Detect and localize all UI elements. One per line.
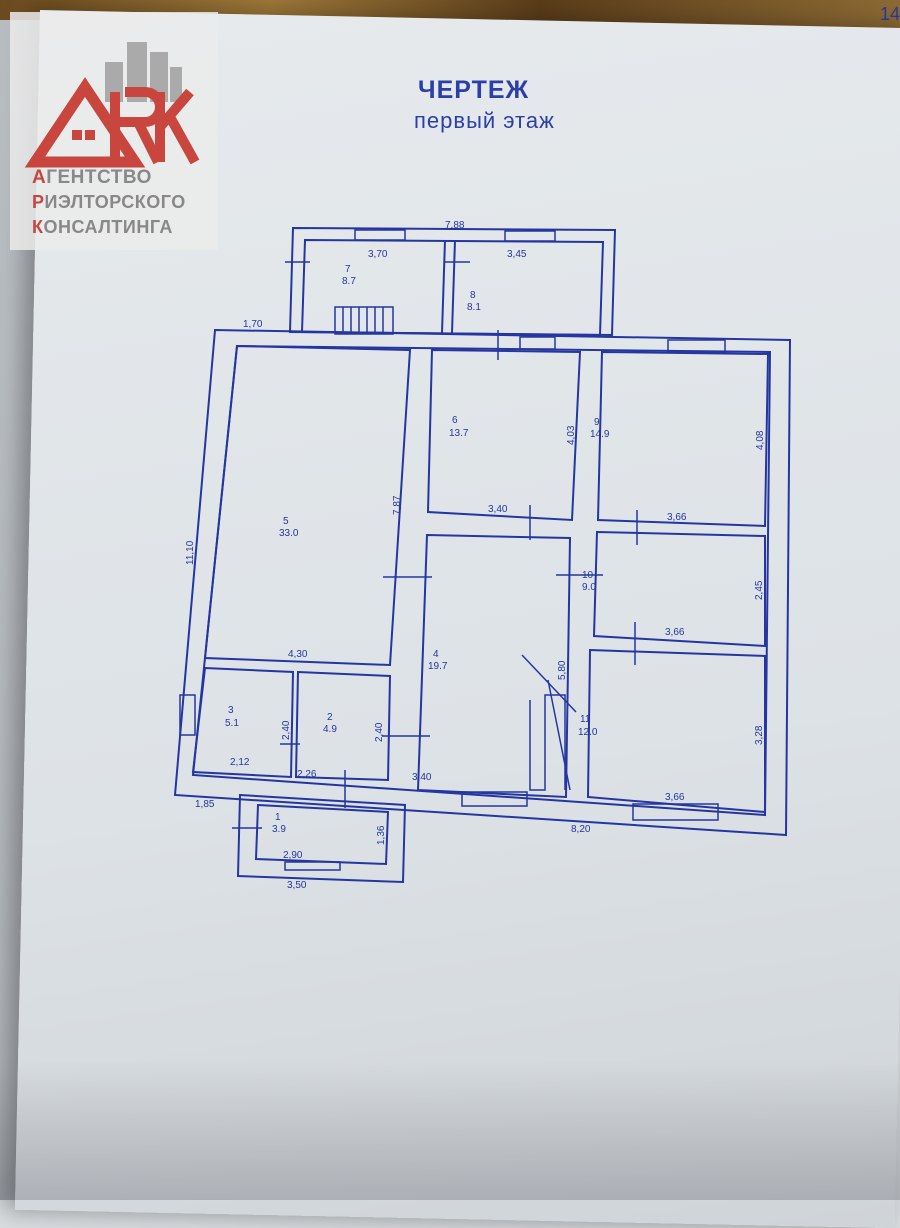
svg-text:2,40: 2,40	[374, 722, 385, 742]
svg-text:5: 5	[283, 516, 289, 527]
svg-text:3,70: 3,70	[368, 249, 388, 260]
svg-text:4,03: 4,03	[566, 425, 577, 445]
svg-text:3,45: 3,45	[507, 249, 527, 260]
svg-text:2,90: 2,90	[283, 850, 303, 861]
svg-text:7,87: 7,87	[392, 495, 403, 515]
svg-text:33.0: 33.0	[279, 528, 299, 539]
svg-text:5.1: 5.1	[225, 718, 239, 729]
svg-text:8,20: 8,20	[571, 824, 591, 835]
svg-text:1,85: 1,85	[195, 799, 215, 810]
annex-outer-wall	[288, 226, 617, 337]
room-7-label: 78.7	[342, 264, 356, 287]
svg-text:1: 1	[275, 812, 281, 823]
room-1-label: 13.9	[272, 812, 286, 835]
room-8-label: 88.1	[467, 290, 481, 313]
svg-text:9: 9	[594, 417, 600, 428]
svg-text:9.0: 9.0	[582, 582, 596, 593]
room-10-walls	[592, 530, 766, 648]
svg-text:12.0: 12.0	[578, 727, 598, 738]
room-9-walls	[596, 350, 770, 528]
room-labels: 13.9 24.9 35.1 419.7 533.0 613.7 78.7 88…	[225, 264, 610, 835]
porch-inner-wall	[254, 803, 390, 866]
floor-subtitle: первый этаж	[414, 108, 555, 133]
floor-plan: 13.9 24.9 35.1 419.7 533.0 613.7 78.7 88…	[173, 220, 792, 891]
svg-text:3.9: 3.9	[272, 824, 286, 835]
svg-text:6: 6	[452, 415, 458, 426]
svg-text:1,70: 1,70	[243, 319, 263, 330]
svg-text:4.9: 4.9	[323, 724, 337, 735]
svg-text:14.9: 14.9	[590, 429, 610, 440]
svg-text:7,88: 7,88	[445, 220, 465, 231]
room-3-walls	[191, 666, 295, 779]
page-number: 14	[879, 4, 900, 24]
logo-line-1: АГЕНТСТВО	[32, 167, 152, 188]
stair-room4	[521, 654, 577, 791]
porch-outer-wall	[236, 793, 407, 884]
svg-text:3,40: 3,40	[412, 772, 432, 783]
logo-line-2: РИЭЛТОРСКОГО	[32, 192, 186, 212]
svg-text:3: 3	[228, 705, 234, 716]
svg-text:2,12: 2,12	[230, 757, 250, 768]
logo-line-3: КОНСАЛТИНГА	[32, 217, 173, 237]
drawing-title: ЧЕРТЕЖ	[418, 76, 530, 104]
svg-text:2: 2	[327, 712, 333, 723]
svg-text:8.7: 8.7	[342, 276, 356, 287]
svg-text:19.7: 19.7	[428, 661, 448, 672]
stair-room7	[334, 306, 394, 335]
svg-text:8: 8	[470, 290, 476, 301]
svg-text:10: 10	[582, 570, 594, 581]
ark-logo-icon	[24, 42, 200, 168]
room-11-walls	[586, 648, 766, 814]
svg-text:8.1: 8.1	[467, 302, 481, 313]
room-4-label: 419.7	[428, 649, 448, 672]
svg-text:4: 4	[433, 649, 439, 660]
room-10-label: 109.0	[582, 570, 596, 593]
svg-text:3,66: 3,66	[665, 627, 685, 638]
room-2-label: 24.9	[323, 712, 337, 735]
agency-logo: АГЕНТСТВО РИЭЛТОРСКОГО КОНСАЛТИНГА	[10, 12, 218, 250]
svg-text:13.7: 13.7	[449, 428, 469, 439]
svg-text:3,66: 3,66	[667, 512, 687, 523]
svg-text:3,66: 3,66	[665, 792, 685, 803]
dimension-labels: 7,88 3,70 3,45 1,70 11,10 7,87 4,30 3,40…	[185, 220, 766, 891]
outer-wall	[173, 328, 792, 837]
room-3-label: 35.1	[225, 705, 239, 729]
svg-text:2,26: 2,26	[297, 769, 317, 780]
svg-text:7: 7	[345, 264, 351, 275]
room-5-walls	[203, 344, 412, 667]
room-4-walls	[416, 533, 572, 799]
svg-text:11,10: 11,10	[185, 540, 196, 565]
room-5-label: 533.0	[279, 516, 299, 539]
room-6-walls	[426, 348, 582, 522]
svg-text:5,80: 5,80	[557, 660, 568, 680]
door-marks	[232, 261, 638, 829]
room-6-label: 613.7	[449, 415, 469, 439]
svg-text:3,50: 3,50	[287, 880, 307, 891]
svg-text:11: 11	[580, 714, 591, 725]
svg-text:2,45: 2,45	[754, 580, 765, 600]
room-11-label: 11 12.0	[578, 714, 598, 738]
svg-text:4,08: 4,08	[755, 430, 766, 450]
svg-text:3,28: 3,28	[754, 725, 765, 745]
room-2-walls	[294, 670, 392, 782]
room-9-label: 914.9	[590, 417, 610, 440]
svg-text:1,36: 1,36	[376, 825, 387, 845]
windows	[179, 229, 726, 871]
svg-text:4,30: 4,30	[288, 649, 308, 660]
annex-inner-wall	[300, 238, 605, 337]
svg-text:3,40: 3,40	[488, 504, 508, 515]
inner-wall	[191, 344, 772, 817]
svg-text:2,40: 2,40	[281, 720, 292, 740]
